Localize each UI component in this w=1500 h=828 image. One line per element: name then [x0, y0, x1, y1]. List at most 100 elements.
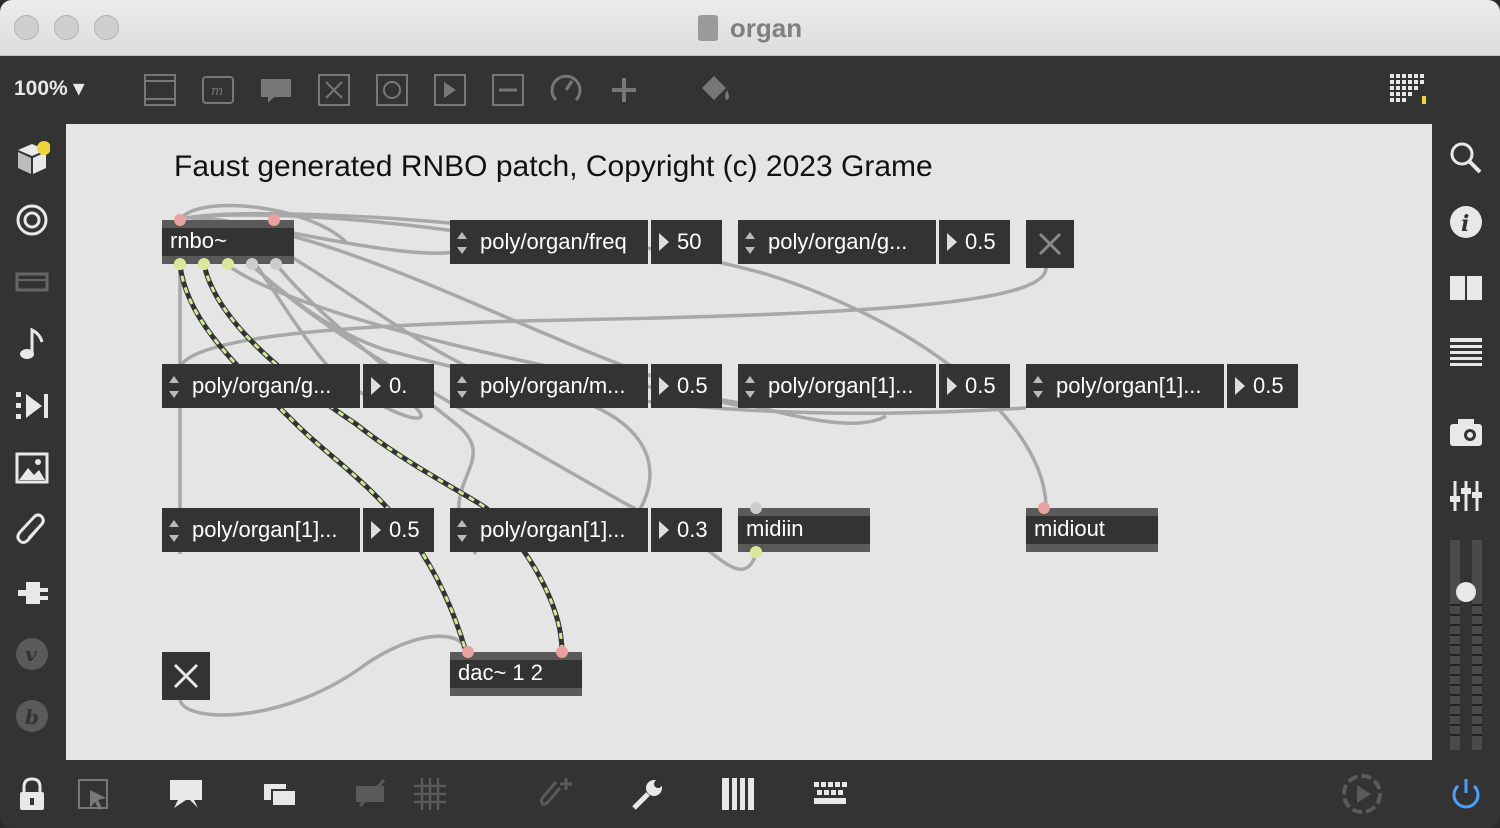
number-triangle-icon — [659, 521, 669, 539]
inlet-port[interactable] — [750, 502, 762, 514]
param-freq[interactable]: poly/organ/freq — [450, 220, 648, 264]
comment-icon[interactable] — [258, 72, 294, 108]
slider-icon[interactable] — [490, 72, 526, 108]
button-icon[interactable] — [374, 72, 410, 108]
number-box[interactable]: 0.5 — [651, 364, 722, 408]
outlet-port[interactable] — [246, 258, 258, 270]
number-box[interactable]: 0.5 — [1227, 364, 1298, 408]
stepper-arrows-icon[interactable] — [168, 517, 180, 545]
plugin-icon[interactable] — [14, 574, 50, 610]
windows-icon[interactable] — [262, 776, 298, 812]
keyboard-icon[interactable] — [812, 776, 848, 812]
split-view-icon[interactable] — [1448, 270, 1484, 306]
number-triangle-icon — [659, 233, 669, 251]
volume-slider[interactable] — [1448, 540, 1484, 750]
number-value: 50 — [677, 229, 702, 254]
object-icon[interactable] — [142, 72, 178, 108]
lock-icon[interactable] — [14, 776, 50, 812]
comment-bubble-icon[interactable] — [168, 776, 204, 812]
add-icon[interactable] — [606, 72, 642, 108]
inlet-port[interactable] — [556, 646, 568, 658]
stepper-arrows-icon[interactable] — [744, 229, 756, 257]
discover-icon[interactable] — [14, 202, 50, 238]
vst-icon[interactable]: v — [14, 636, 50, 672]
snapshot-icon[interactable] — [1448, 414, 1484, 450]
package-icon[interactable] — [14, 140, 51, 176]
info-icon[interactable]: i — [1448, 204, 1484, 240]
rnbo-label: rnbo~ — [170, 228, 227, 253]
midi-note-icon[interactable] — [14, 326, 50, 362]
inlet-bar — [162, 220, 294, 228]
outlet-port[interactable] — [174, 258, 186, 270]
outlet-port[interactable] — [270, 258, 282, 270]
attach-icon[interactable] — [538, 776, 574, 812]
media-play-icon[interactable] — [14, 388, 50, 424]
left-sidebar: v b — [0, 124, 66, 760]
inlet-port[interactable] — [1038, 502, 1050, 514]
midiout-object[interactable]: midiout — [1026, 508, 1158, 552]
number-value: 0.3 — [677, 517, 708, 542]
number-box[interactable]: 0. — [363, 364, 434, 408]
image-icon[interactable] — [14, 450, 50, 486]
toggle-top[interactable] — [1026, 220, 1074, 268]
presentation-icon[interactable] — [14, 264, 50, 300]
right-sidebar: i — [1432, 124, 1500, 760]
zoom-menu[interactable]: 100% ▾ — [14, 77, 85, 100]
beap-icon[interactable]: b — [14, 698, 50, 734]
param-mod[interactable]: poly/organ/m... — [450, 364, 648, 408]
presentation-mode-icon[interactable] — [76, 776, 112, 812]
number-box[interactable]: 0.3 — [651, 508, 722, 552]
stepper-arrows-icon[interactable] — [456, 229, 468, 257]
param-label: poly/organ/m... — [480, 373, 626, 398]
zoom-window-button[interactable] — [94, 15, 119, 40]
number-box[interactable]: 0.5 — [363, 508, 434, 552]
number-value: 0.5 — [389, 517, 420, 542]
stepper-arrows-icon[interactable] — [168, 373, 180, 401]
number-triangle-icon — [947, 233, 957, 251]
outlet-port[interactable] — [222, 258, 234, 270]
close-window-button[interactable] — [14, 15, 39, 40]
format-icon[interactable] — [698, 72, 734, 108]
grid-icon[interactable] — [412, 776, 448, 812]
inlet-port[interactable] — [462, 646, 474, 658]
inlet-port[interactable] — [174, 214, 186, 226]
param-label: poly/organ[1]... — [480, 517, 626, 542]
outlet-port[interactable] — [198, 258, 210, 270]
minimize-window-button[interactable] — [54, 15, 79, 40]
power-icon[interactable] — [1448, 776, 1484, 812]
param-organ1-b[interactable]: poly/organ[1]... — [1026, 364, 1224, 408]
mixer-icon[interactable] — [1448, 478, 1484, 514]
param-organ1-a[interactable]: poly/organ[1]... — [738, 364, 936, 408]
mute-icon[interactable] — [354, 776, 390, 812]
piano-icon[interactable] — [720, 776, 756, 812]
inlet-bar — [738, 508, 870, 516]
toggle-icon[interactable] — [316, 72, 352, 108]
stepper-arrows-icon[interactable] — [456, 373, 468, 401]
number-box[interactable]: 50 — [651, 220, 722, 264]
list-icon[interactable] — [1448, 334, 1484, 370]
outlet-port[interactable] — [750, 546, 762, 558]
number-box[interactable]: 0.5 — [939, 364, 1010, 408]
message-icon[interactable]: m — [200, 72, 236, 108]
patcher-canvas[interactable]: Faust generated RNBO patch, Copyright (c… — [66, 124, 1432, 760]
param-gate[interactable]: poly/organ/g... — [162, 364, 360, 408]
number-icon[interactable] — [432, 72, 468, 108]
grid-icon[interactable] — [1388, 70, 1428, 110]
midiin-object[interactable]: midiin — [738, 508, 870, 552]
search-icon[interactable] — [1448, 140, 1484, 176]
dac-object[interactable]: dac~ 1 2 — [450, 652, 582, 696]
number-box[interactable]: 0.5 — [939, 220, 1010, 264]
dial-icon[interactable] — [548, 72, 584, 108]
svg-text:m: m — [211, 84, 223, 99]
stepper-arrows-icon[interactable] — [744, 373, 756, 401]
param-organ1-c[interactable]: poly/organ[1]... — [162, 508, 360, 552]
stepper-arrows-icon[interactable] — [456, 517, 468, 545]
clip-icon[interactable] — [14, 512, 50, 548]
param-organ1-d[interactable]: poly/organ[1]... — [450, 508, 648, 552]
toggle-bottom[interactable] — [162, 652, 210, 700]
inlet-port[interactable] — [268, 214, 280, 226]
transport-icon[interactable] — [1340, 772, 1384, 816]
stepper-arrows-icon[interactable] — [1032, 373, 1044, 401]
wrench-icon[interactable] — [630, 776, 666, 812]
param-gain[interactable]: poly/organ/g... — [738, 220, 936, 264]
